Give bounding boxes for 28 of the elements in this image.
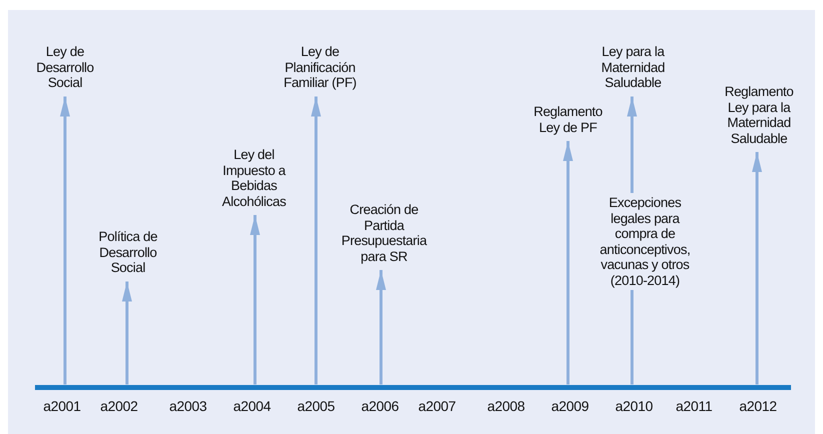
event-label: Ley del Impuesto a Bebidas Alcohólicas <box>209 147 299 209</box>
year-label: a2006 <box>361 398 399 414</box>
timeline-axis <box>35 384 791 390</box>
arrow <box>376 270 386 384</box>
year-label: a2004 <box>233 398 271 414</box>
arrow <box>60 96 70 384</box>
year-label: a2012 <box>739 398 777 414</box>
arrow <box>311 96 321 384</box>
year-label: a2011 <box>676 398 712 414</box>
event-label: Ley para la Maternidad Saludable <box>588 44 678 90</box>
arrow <box>563 141 573 384</box>
arrow <box>122 282 132 384</box>
year-label: a2005 <box>297 398 335 414</box>
year-label: a2001 <box>43 398 81 414</box>
arrow <box>250 215 260 384</box>
event-label: Reglamento Ley de PF <box>523 104 613 135</box>
year-label: a2009 <box>551 398 589 414</box>
arrow <box>752 152 762 384</box>
year-label: a2010 <box>615 398 653 414</box>
event-label: Política de Desarrollo Social <box>85 229 171 276</box>
event-label: Ley de Planificación Familiar (PF) <box>270 44 370 90</box>
year-label: a2002 <box>100 398 138 414</box>
event-label: Creación de Partida Presupuestaria para SR <box>334 202 434 264</box>
event-label: Reglamento Ley para la Maternidad Saludable <box>714 84 804 146</box>
year-label: a2008 <box>487 398 525 414</box>
year-label: a2007 <box>418 398 456 414</box>
event-label: Ley de Desarrollo Social <box>25 44 105 90</box>
year-label: a2003 <box>169 398 207 414</box>
